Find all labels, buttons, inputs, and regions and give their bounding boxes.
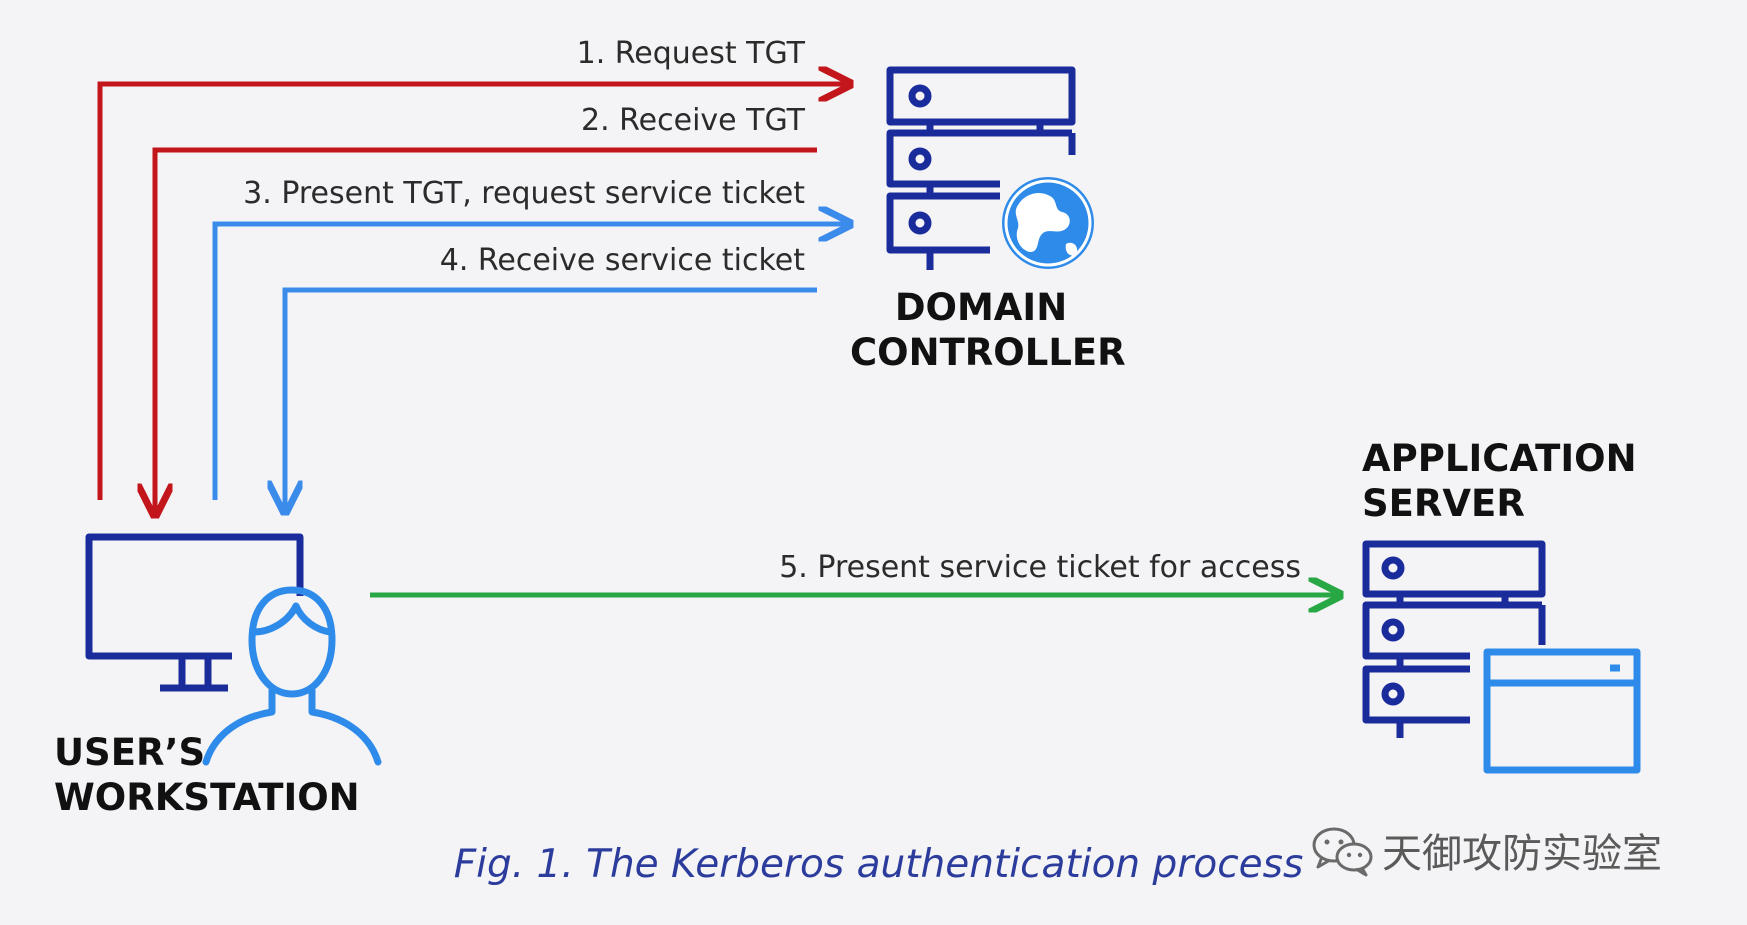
app-server-label: APPLICATION SERVER <box>1362 436 1637 526</box>
server-stack-icon <box>886 66 1076 270</box>
workstation-label-line1: USER’S <box>54 731 206 774</box>
wechat-icon <box>1312 827 1373 877</box>
flow-arrow-3 <box>212 224 850 500</box>
figure-caption: Fig. 1. The Kerberos authentication proc… <box>453 842 1304 887</box>
flow-label-5: 5. Present service ticket for access <box>779 550 1301 585</box>
monitor-icon <box>85 533 304 692</box>
domain-controller-label-line2: CONTROLLER <box>850 331 1126 374</box>
watermark: 天御攻防实验室 <box>1310 820 1662 880</box>
workstation-label: USER’S WORKSTATION <box>54 730 360 820</box>
domain-controller-label-line1: DOMAIN <box>894 286 1068 329</box>
user-icon <box>202 586 382 766</box>
globe-icon <box>1002 177 1094 269</box>
domain-controller-label: DOMAIN CONTROLLER <box>850 285 1126 375</box>
flow-label-3: 3. Present TGT, request service ticket <box>243 176 805 211</box>
flow-label-4: 4. Receive service ticket <box>439 243 805 278</box>
app-server-label-line1: APPLICATION <box>1362 437 1637 480</box>
flow-label-1: 1. Request TGT <box>576 36 805 71</box>
flow-arrow-2 <box>155 147 817 515</box>
flow-label-2: 2. Receive TGT <box>581 103 805 138</box>
server-stack-icon <box>1362 540 1546 738</box>
app-server-label-line2: SERVER <box>1362 482 1525 525</box>
flow-arrow-1 <box>97 84 850 500</box>
watermark-text: 天御攻防实验室 <box>1382 831 1662 877</box>
app-window-icon <box>1483 648 1641 774</box>
flow-arrow-4 <box>285 287 817 512</box>
workstation-label-line2: WORKSTATION <box>54 776 360 819</box>
